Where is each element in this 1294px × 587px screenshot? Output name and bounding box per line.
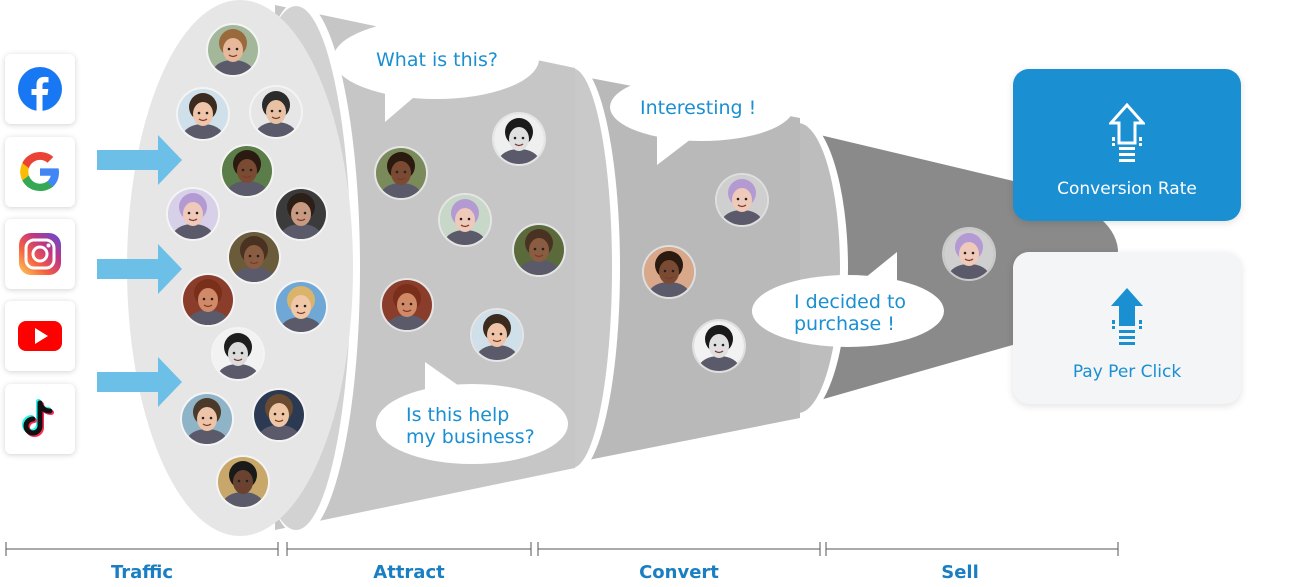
tiktok-icon (22, 399, 54, 437)
speech-bubble-decided (752, 252, 944, 347)
arrow-right-icon (97, 135, 182, 185)
person-avatar (694, 321, 744, 371)
person-avatar (276, 189, 326, 239)
source-google[interactable] (5, 137, 75, 207)
pay-per-click-label: Pay Per Click (1072, 362, 1182, 382)
person-icon (644, 247, 694, 297)
person-avatar (168, 189, 218, 239)
bubble-text-help-business: Is this help my business? (406, 404, 535, 448)
person-avatar (494, 114, 544, 164)
bubble-text-what-is-this: What is this? (376, 49, 498, 71)
person-avatar (229, 232, 279, 282)
source-instagram[interactable] (5, 219, 75, 289)
source-tiktok[interactable] (5, 384, 75, 454)
facebook-icon (18, 67, 62, 111)
person-avatar (208, 25, 258, 75)
person-icon (218, 457, 268, 507)
arrow-up-icon (1109, 103, 1145, 162)
person-icon (178, 89, 228, 139)
person-icon (208, 25, 258, 75)
person-avatar (251, 87, 301, 137)
person-avatar (376, 148, 426, 198)
person-avatar (944, 229, 994, 279)
person-icon (694, 321, 744, 371)
person-avatar (254, 390, 304, 440)
stage-label-traffic: Traffic (110, 562, 174, 583)
stage-label-convert: Convert (639, 562, 719, 583)
stage-label-sell: Sell (941, 562, 979, 583)
person-icon (182, 394, 232, 444)
conversion-rate-label: Conversion Rate (1057, 179, 1197, 199)
person-icon (472, 310, 522, 360)
person-avatar (222, 146, 272, 196)
stage-label-attract: Attract (373, 562, 445, 583)
source-facebook[interactable] (5, 54, 75, 124)
person-avatar (717, 175, 767, 225)
person-icon (717, 175, 767, 225)
speech-bubble-help-business (376, 362, 568, 464)
person-icon (251, 87, 301, 137)
person-icon (494, 114, 544, 164)
person-icon (229, 232, 279, 282)
person-avatar (514, 225, 564, 275)
bubble-text-decided: I decided to purchase ! (794, 291, 907, 335)
person-avatar (382, 280, 432, 330)
person-avatar (440, 195, 490, 245)
person-icon (213, 329, 263, 379)
person-avatar (472, 310, 522, 360)
arrow-up-icon (1111, 288, 1143, 345)
person-icon (276, 282, 326, 332)
person-icon (276, 189, 326, 239)
person-icon (168, 189, 218, 239)
speech-bubble-interesting (610, 73, 794, 165)
person-avatar (213, 329, 263, 379)
person-icon (382, 280, 432, 330)
person-avatar (182, 394, 232, 444)
youtube-icon (18, 321, 62, 351)
conversion-rate-card[interactable]: Conversion Rate (1013, 69, 1241, 221)
bubble-text-interesting: Interesting ! (640, 97, 757, 119)
arrow-right-icon (97, 244, 182, 294)
person-avatar (276, 282, 326, 332)
instagram-icon (19, 233, 61, 275)
stage-timeline (5, 542, 1119, 556)
speech-bubble-what-is-this (333, 19, 539, 122)
google-icon (20, 152, 59, 191)
person-avatar (183, 275, 233, 325)
arrow-right-icon (97, 357, 182, 407)
person-avatar (178, 89, 228, 139)
pay-per-click-card[interactable]: Pay Per Click (1013, 252, 1241, 404)
source-youtube[interactable] (5, 301, 75, 371)
person-icon (514, 225, 564, 275)
person-icon (376, 148, 426, 198)
person-icon (222, 146, 272, 196)
person-avatar (218, 457, 268, 507)
person-avatar (644, 247, 694, 297)
person-icon (944, 229, 994, 279)
person-icon (254, 390, 304, 440)
person-icon (183, 275, 233, 325)
person-icon (440, 195, 490, 245)
